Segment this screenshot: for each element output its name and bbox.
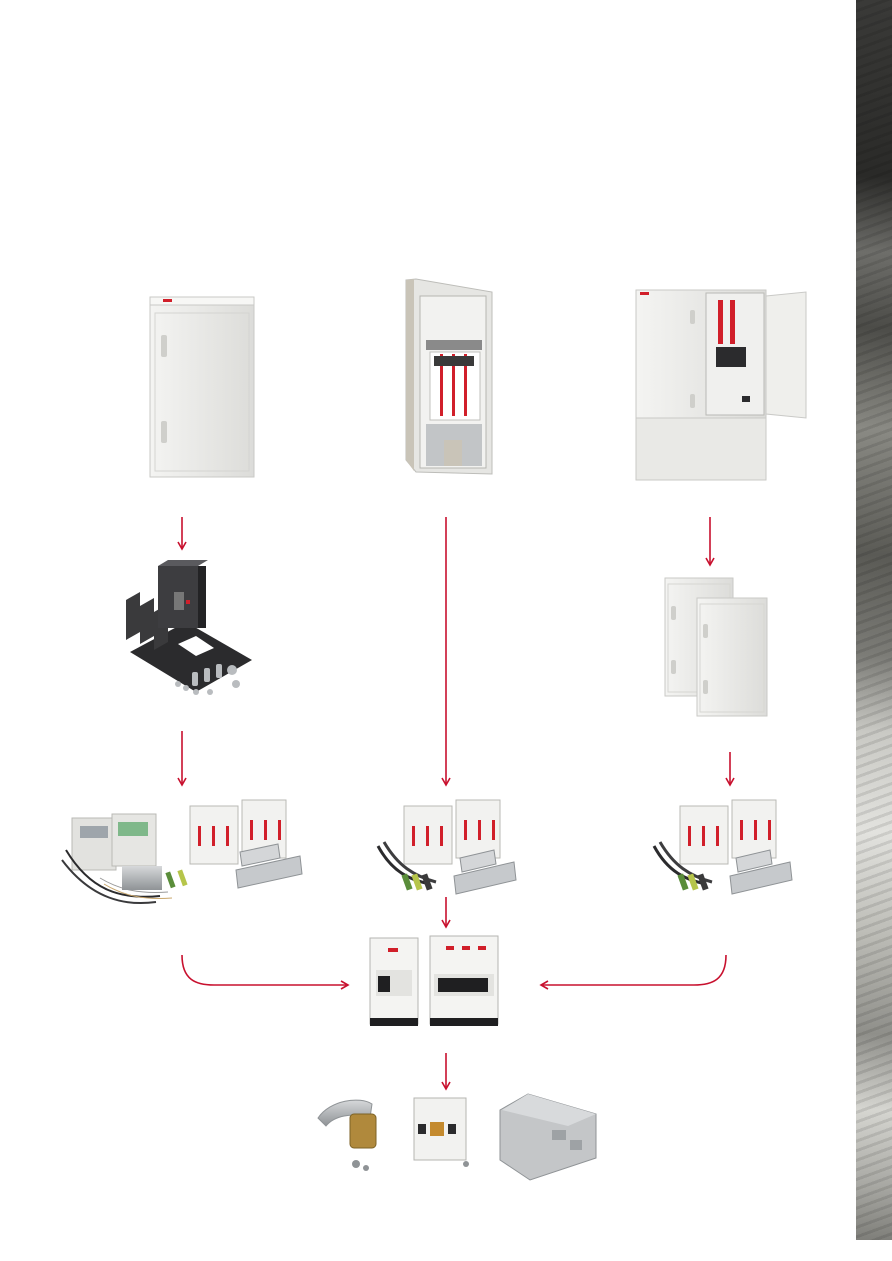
curved-arrow-icon	[539, 954, 727, 990]
open-distribution-board	[405, 278, 493, 475]
side-photo-bottom-margin	[856, 1240, 892, 1261]
terminal-box	[499, 1093, 597, 1181]
breaker-cable-kit-center	[376, 799, 517, 895]
accessories	[317, 1093, 597, 1181]
wall-enclosure	[149, 296, 255, 478]
meter-and-breaker-kit	[61, 799, 303, 905]
floor-standing-panel	[635, 289, 807, 481]
mccb-kit	[126, 560, 252, 695]
curved-arrow-icon	[181, 954, 350, 990]
miniature-circuit-breakers	[369, 935, 499, 1026]
breaker-accessory	[413, 1097, 469, 1167]
side-photo-strip	[856, 0, 892, 1261]
lock-handle	[317, 1099, 377, 1171]
twin-enclosures	[664, 577, 768, 717]
breaker-cable-kit-right	[652, 799, 793, 895]
